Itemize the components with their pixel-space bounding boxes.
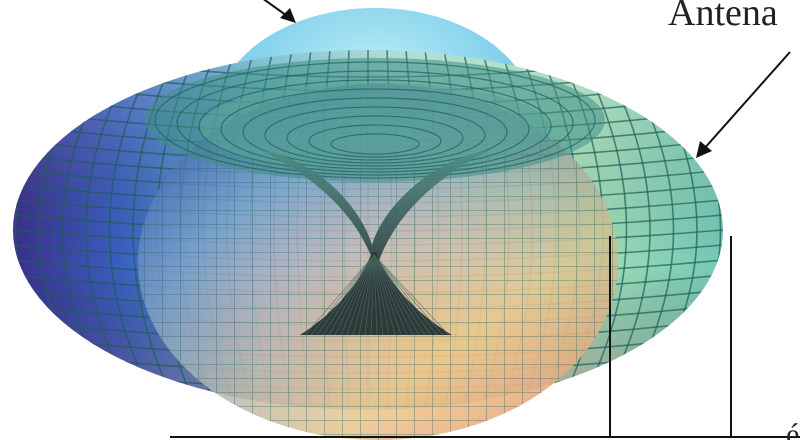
antenna-label: Antena (668, 0, 778, 34)
torus-inner-funnel (145, 58, 605, 336)
bottom-label-fragment: é (786, 418, 800, 440)
leader-lines (170, 236, 800, 438)
antenna-arrow (696, 51, 791, 158)
sphere-arrow (263, 0, 296, 23)
